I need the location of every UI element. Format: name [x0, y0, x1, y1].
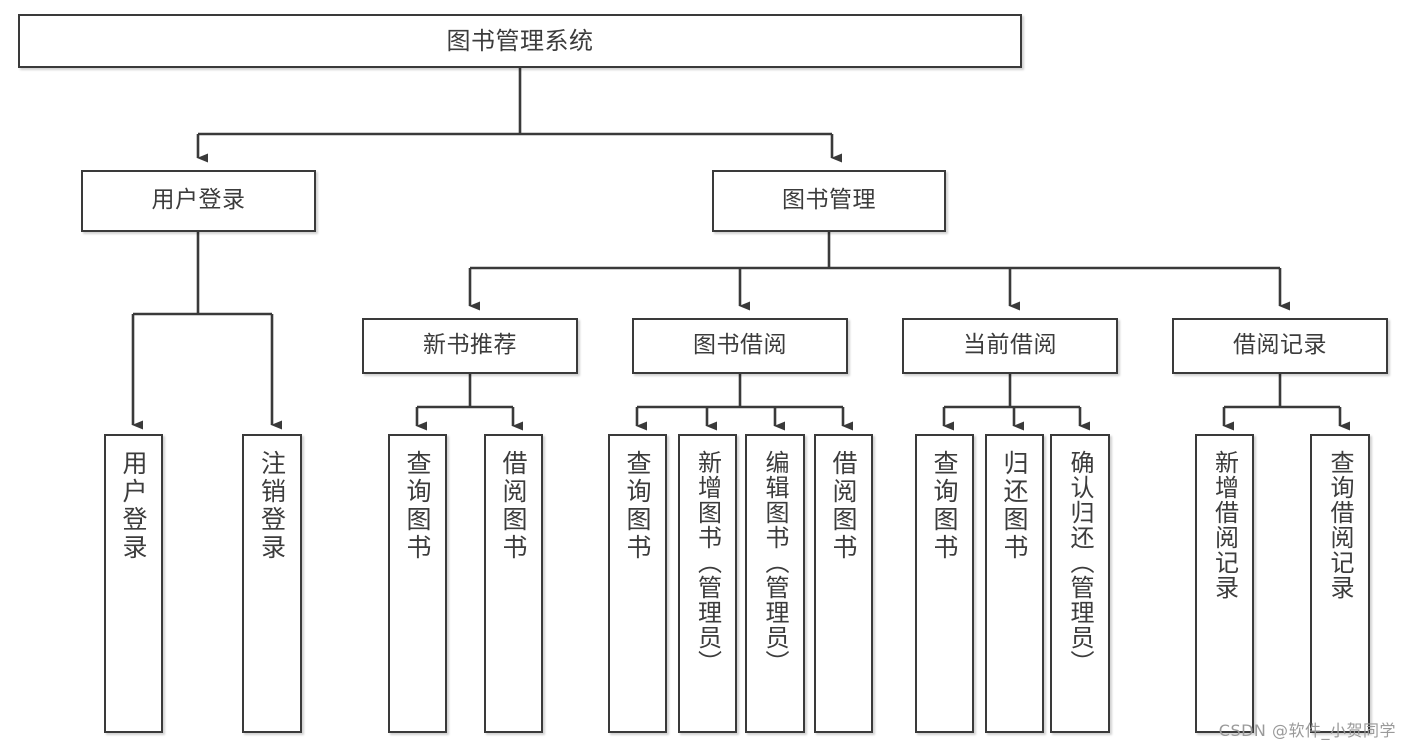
watermark-text: CSDN @软件_小贺同学: [1218, 721, 1396, 740]
leaf-book-borrow-edit-book-admin[interactable]: 编辑图书（管理员）: [745, 434, 805, 733]
leaf-current-borrow-query-book[interactable]: 查询图书: [915, 434, 974, 733]
node-label: 归还图书: [1000, 450, 1029, 562]
node-label: 当前借阅: [963, 332, 1057, 359]
node-label: 用户登录: [151, 187, 246, 214]
node-new-book-recommend[interactable]: 新书推荐: [362, 318, 578, 374]
leaf-user-login-logout[interactable]: 注销登录: [242, 434, 302, 733]
leaf-book-borrow-query-book[interactable]: 查询图书: [608, 434, 667, 733]
leaf-current-borrow-return-book[interactable]: 归还图书: [985, 434, 1044, 733]
node-borrow-record[interactable]: 借阅记录: [1172, 318, 1388, 374]
node-current-borrow[interactable]: 当前借阅: [902, 318, 1118, 374]
node-label: 查询图书: [930, 450, 959, 562]
node-label: 注销登录: [257, 450, 287, 562]
node-label: 借阅图书: [499, 450, 528, 562]
node-user-login[interactable]: 用户登录: [81, 170, 316, 232]
leaf-borrow-record-add-record[interactable]: 新增借阅记录: [1195, 434, 1254, 733]
node-label: 新增借阅记录: [1210, 450, 1239, 600]
leaf-borrow-record-query-record[interactable]: 查询借阅记录: [1310, 434, 1370, 733]
node-label: 确认归还（管理员）: [1066, 450, 1094, 675]
node-book-borrow[interactable]: 图书借阅: [632, 318, 848, 374]
leaf-book-borrow-add-book-admin[interactable]: 新增图书（管理员）: [678, 434, 737, 733]
node-label: 查询借阅记录: [1326, 450, 1354, 600]
node-root-book-management-system[interactable]: 图书管理系统: [18, 14, 1022, 68]
leaf-new-book-borrow-book[interactable]: 借阅图书: [484, 434, 543, 733]
node-label: 图书借阅: [693, 332, 787, 359]
node-label: 新书推荐: [423, 332, 517, 359]
leaf-book-borrow-borrow-book[interactable]: 借阅图书: [814, 434, 873, 733]
node-label: 新增图书（管理员）: [693, 450, 722, 675]
leaf-new-book-query-book[interactable]: 查询图书: [388, 434, 447, 733]
node-label: 查询图书: [403, 450, 432, 562]
node-label: 图书管理: [782, 187, 876, 214]
node-label: 图书管理系统: [446, 26, 594, 55]
node-label: 编辑图书（管理员）: [761, 450, 789, 675]
node-book-management[interactable]: 图书管理: [712, 170, 946, 232]
leaf-user-login-login[interactable]: 用户登录: [104, 434, 163, 733]
node-label: 用户登录: [119, 450, 148, 562]
node-label: 借阅记录: [1233, 332, 1327, 359]
leaf-current-borrow-confirm-return-admin[interactable]: 确认归还（管理员）: [1050, 434, 1110, 733]
node-label: 借阅图书: [829, 450, 858, 562]
node-label: 查询图书: [623, 450, 652, 562]
